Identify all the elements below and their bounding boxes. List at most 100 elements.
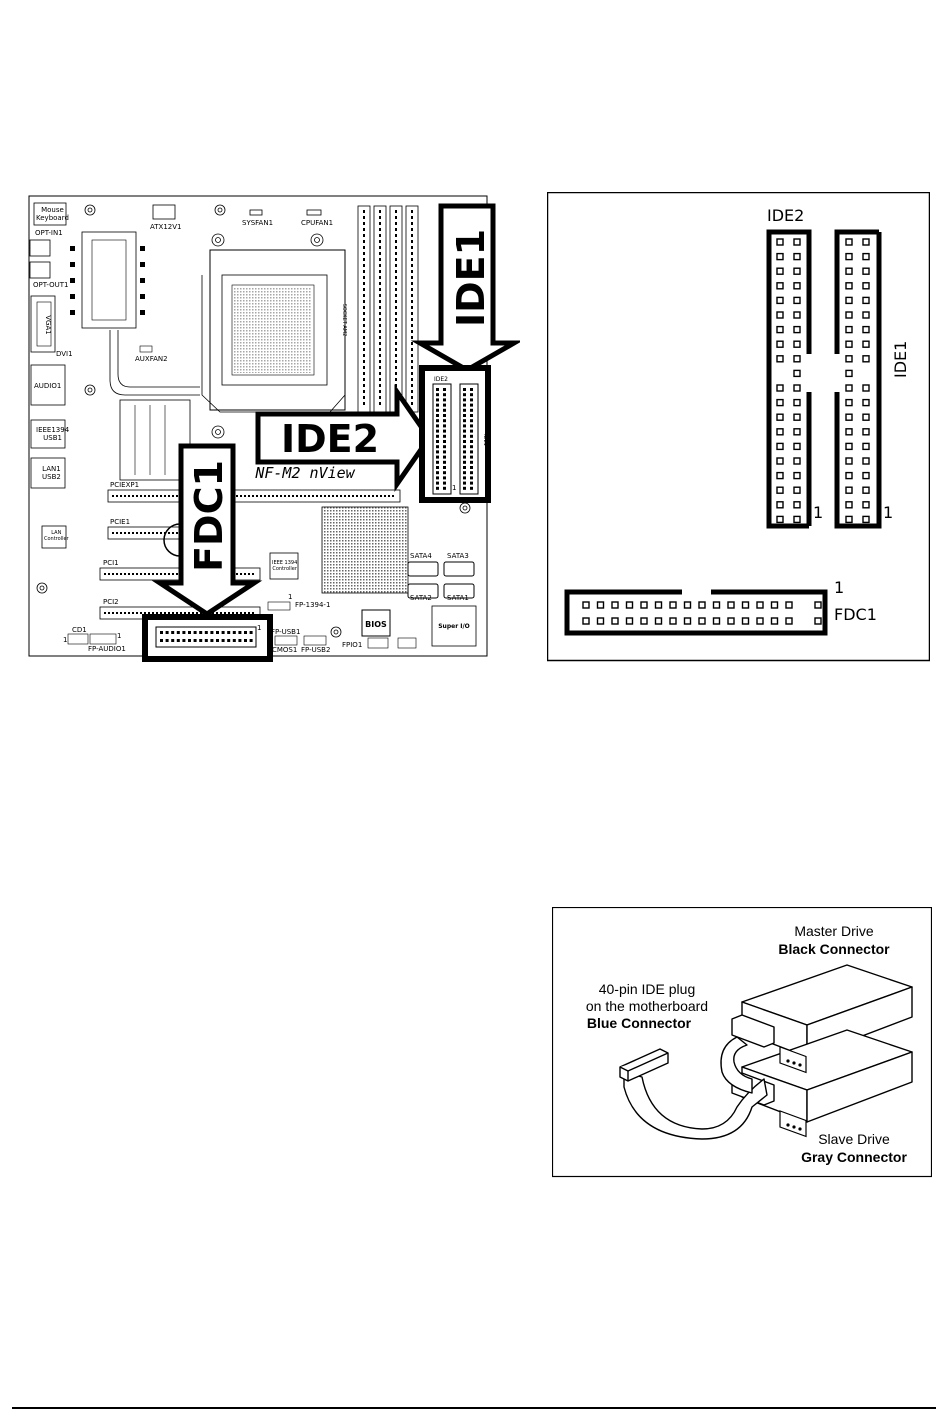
fdc-small-pin <box>232 639 236 642</box>
fdc1-pin <box>582 617 590 625</box>
fdc-small-pin <box>199 639 203 642</box>
fpusb2-label: FP-USB2 <box>301 646 331 654</box>
sata2-label: SATA2 <box>410 594 432 602</box>
ide1-pin <box>845 384 853 392</box>
fdc-small-pin <box>176 639 180 642</box>
ide2-pin <box>776 238 784 246</box>
fdc-small-pin <box>165 631 169 634</box>
fdc-small-pin <box>210 631 214 634</box>
ide-small-pin <box>463 424 466 428</box>
ide-cable-illustration <box>552 907 932 1178</box>
ide2-pin <box>793 413 801 421</box>
ide-small-pin <box>463 476 466 480</box>
pinout-figure: IDE2 IDE1 1 1 1 FDC1 <box>547 192 930 662</box>
ide-small-pin <box>443 466 446 469</box>
ide1-pin <box>862 238 870 246</box>
ide-small-pin <box>463 466 466 469</box>
ide1-pin <box>862 515 870 524</box>
fpaudio-pin1-label: 1 <box>117 632 122 640</box>
ide2-pin <box>793 442 801 451</box>
ide1-pin <box>845 282 853 290</box>
fdc1-pin <box>611 601 619 609</box>
ide-small-pin <box>443 460 446 464</box>
ide-small-pin <box>436 460 439 464</box>
opt-out-label: OPT-OUT1 <box>33 281 69 289</box>
ide-small-pin <box>443 455 446 459</box>
ide2-pin <box>776 296 784 305</box>
fdc-small-pin <box>244 639 247 642</box>
ide-small-pin <box>463 393 466 397</box>
ide2-pin <box>776 325 784 334</box>
connector-pinout-diagram <box>547 192 930 662</box>
pci2-label: PCI2 <box>103 598 119 606</box>
dvi-label: DVI1 <box>56 350 73 358</box>
ide-small-pin <box>463 408 466 412</box>
ide1-pin <box>862 398 870 407</box>
fdc-small-pin <box>249 631 253 634</box>
ide1-pin <box>845 325 853 334</box>
ide1-pin <box>845 238 853 246</box>
fdc1-pin <box>712 617 721 625</box>
fdc-small-pin <box>193 631 197 634</box>
ide-small-pin <box>443 419 446 423</box>
master-drive-line2: Black Connector <box>778 941 890 957</box>
ide2-label: IDE2 <box>767 206 805 225</box>
ide-small-pin <box>443 450 446 454</box>
ide1-pin <box>862 442 870 451</box>
ide-small-pin <box>443 434 446 438</box>
fdc1-pin <box>625 601 634 609</box>
ieee-usb-label: IEEE1394 USB1 <box>36 426 70 442</box>
ide2-pin <box>776 398 784 407</box>
fdc-small-pin <box>176 631 180 634</box>
fdc-small-pin <box>171 631 175 634</box>
ide-small-pin <box>443 445 446 449</box>
ide2-pin <box>793 340 801 348</box>
ide2-pin <box>793 428 801 436</box>
ide-small-pin <box>436 455 439 459</box>
ide2-pin <box>793 515 801 524</box>
fp1394-label: FP-1394-1 <box>295 601 331 609</box>
ide-small-pin <box>463 481 466 485</box>
fdc-small-pin <box>160 639 163 642</box>
ide1-pin <box>862 282 870 290</box>
footer-rule <box>12 1407 936 1409</box>
cd1-label: CD1 <box>72 626 87 634</box>
fdc-small-pin <box>182 631 186 634</box>
ide-small-pin <box>463 450 466 454</box>
ide2-pin <box>776 428 784 436</box>
ide-small-pin <box>436 476 439 480</box>
ide1-pin1-label: 1 <box>883 503 894 522</box>
fdc-small-pin <box>216 639 219 642</box>
ide-small-pin <box>436 408 439 412</box>
pcie1-label: PCIE1 <box>110 518 131 526</box>
ide-small-pin <box>436 424 439 428</box>
ide-small-pin <box>436 419 439 423</box>
lan-controller-label: LAN Controller <box>44 530 69 542</box>
ide2-pin <box>793 267 801 275</box>
fdc-small-pin <box>193 639 197 642</box>
fdc1-pin <box>785 601 793 609</box>
pciexp1-label: PCIEXP1 <box>110 481 140 489</box>
pci1-label: PCI1 <box>103 559 119 567</box>
ide-small-pin <box>436 450 439 454</box>
ide-small-pin <box>443 440 446 443</box>
ide-small-pin <box>470 408 473 412</box>
fdc-small-pin <box>210 639 214 642</box>
fdc1-pin <box>698 601 706 609</box>
ide2-pin <box>776 340 784 348</box>
fdc1-pin <box>596 601 605 609</box>
ide2-pin1-label: 1 <box>813 503 824 522</box>
ide2-pin <box>793 238 801 246</box>
ide2-pin <box>793 325 801 334</box>
ide-small-pin <box>463 486 466 490</box>
ide-small-pin <box>470 460 473 464</box>
ide-cable-figure: Master Drive Black Connector 40-pin IDE … <box>552 907 932 1178</box>
fdc1-pin <box>785 617 793 625</box>
ide-small-pin <box>463 440 466 443</box>
ide1-pin <box>862 296 870 305</box>
ide-small-pin <box>463 414 466 417</box>
fdc-small-pin <box>182 639 186 642</box>
fdc1-label: FDC1 <box>834 605 877 624</box>
fdc1-pin <box>727 617 735 625</box>
ide-plug-line1: 40-pin IDE plug <box>598 981 696 997</box>
